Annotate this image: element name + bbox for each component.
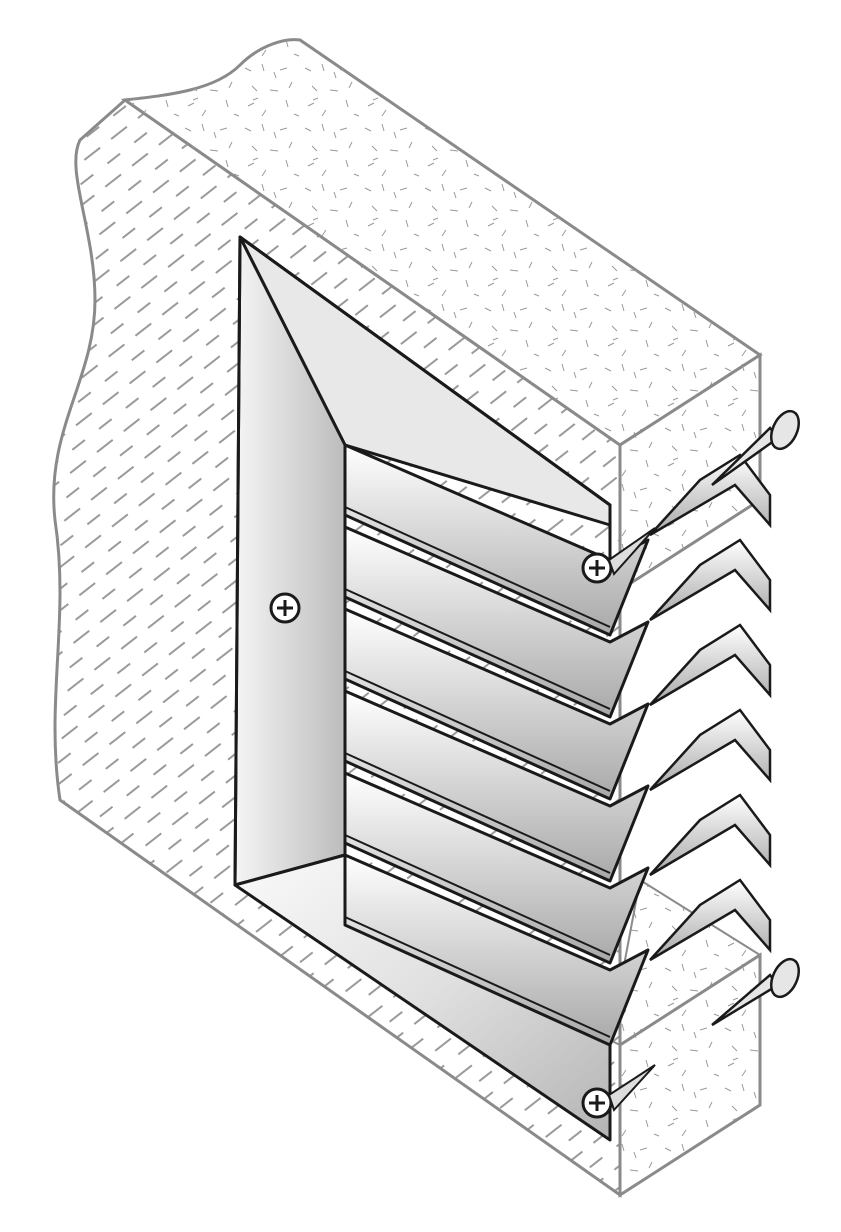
rear-blade-profile <box>649 878 772 962</box>
screw-icon <box>581 1064 656 1119</box>
screw-icon <box>581 527 656 584</box>
louver-frame <box>233 235 612 1142</box>
louver-blade <box>343 771 650 965</box>
rear-blade-profile <box>649 538 772 622</box>
louver-blade <box>343 689 650 883</box>
wall-anchor-icon <box>711 409 801 487</box>
louver-blade <box>343 443 650 637</box>
blade-edge-line <box>344 506 611 628</box>
louver-blades <box>343 443 650 1047</box>
rear-blade-profile <box>649 793 772 877</box>
blade-edge-line <box>344 588 611 710</box>
rear-blade-profile <box>649 453 772 537</box>
blade-edge-line <box>344 752 611 874</box>
rear-blade-profile <box>649 708 772 792</box>
blade-edge-line <box>344 670 611 792</box>
rear-blade-profiles <box>649 453 772 962</box>
louver-blade <box>343 607 650 801</box>
wall-anchor-icon <box>711 957 801 1027</box>
blade-edge-line <box>344 916 611 1038</box>
louver-blade <box>343 853 650 1047</box>
blade-edge-line <box>344 834 611 956</box>
rear-blade-profile <box>649 623 772 707</box>
wall-top-texture <box>125 39 760 445</box>
screw-icon <box>269 592 301 624</box>
louver-blade <box>343 525 650 719</box>
